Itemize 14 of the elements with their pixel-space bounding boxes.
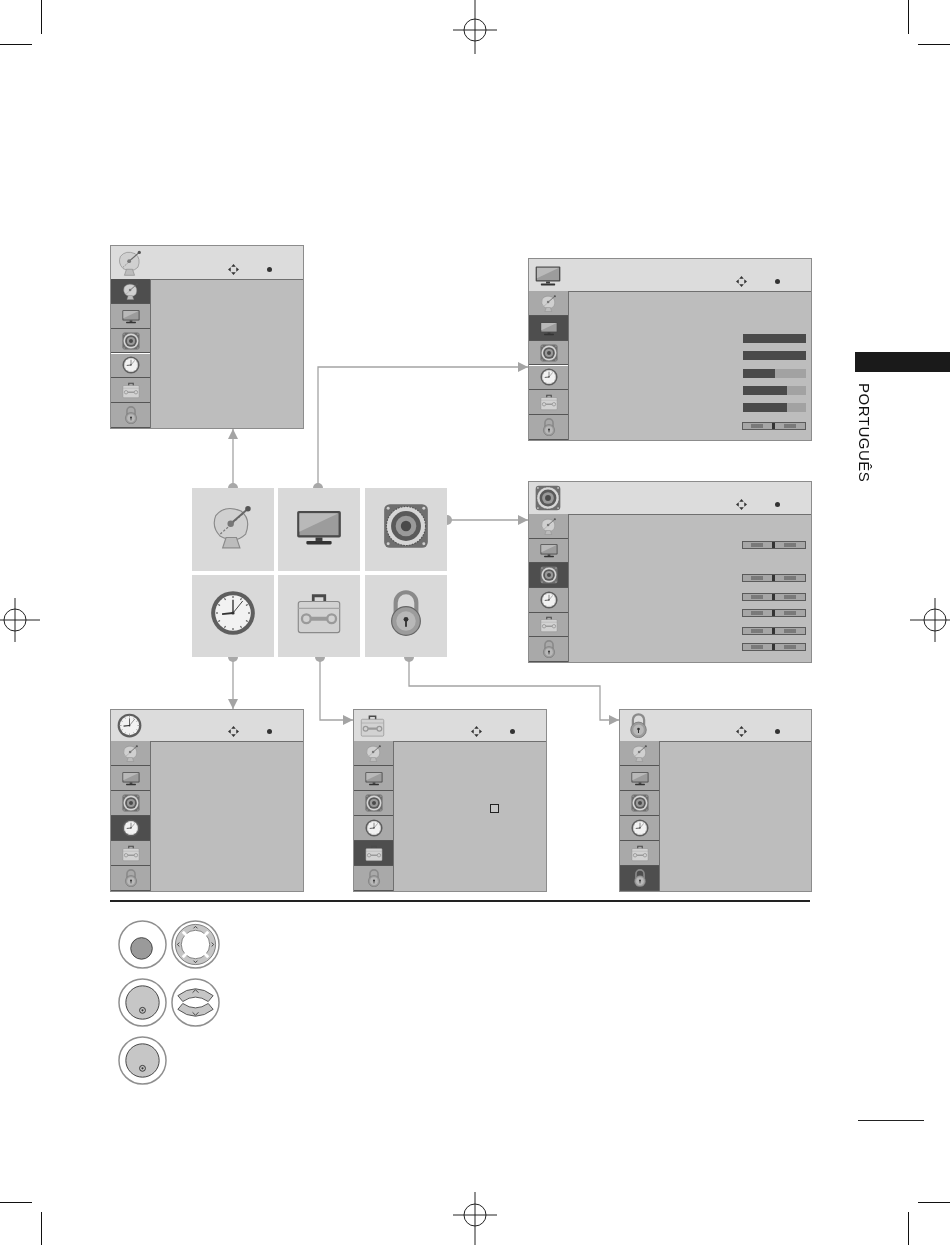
section-tab: [855, 352, 950, 372]
menu-tile: [278, 488, 360, 571]
menu-tile: [192, 575, 274, 657]
language-label: PORTUGUÊS: [857, 383, 872, 483]
menu-screen: [110, 709, 304, 892]
menu-tile: [192, 488, 274, 571]
menu-screen: [528, 258, 812, 441]
menu-tile: [365, 488, 447, 571]
menu-screen: [110, 245, 304, 429]
menu-tile: [278, 575, 360, 657]
menu-screen: [353, 709, 547, 892]
menu-tile: [365, 575, 447, 657]
menu-screen: [528, 481, 812, 663]
menu-screen: [619, 709, 812, 892]
